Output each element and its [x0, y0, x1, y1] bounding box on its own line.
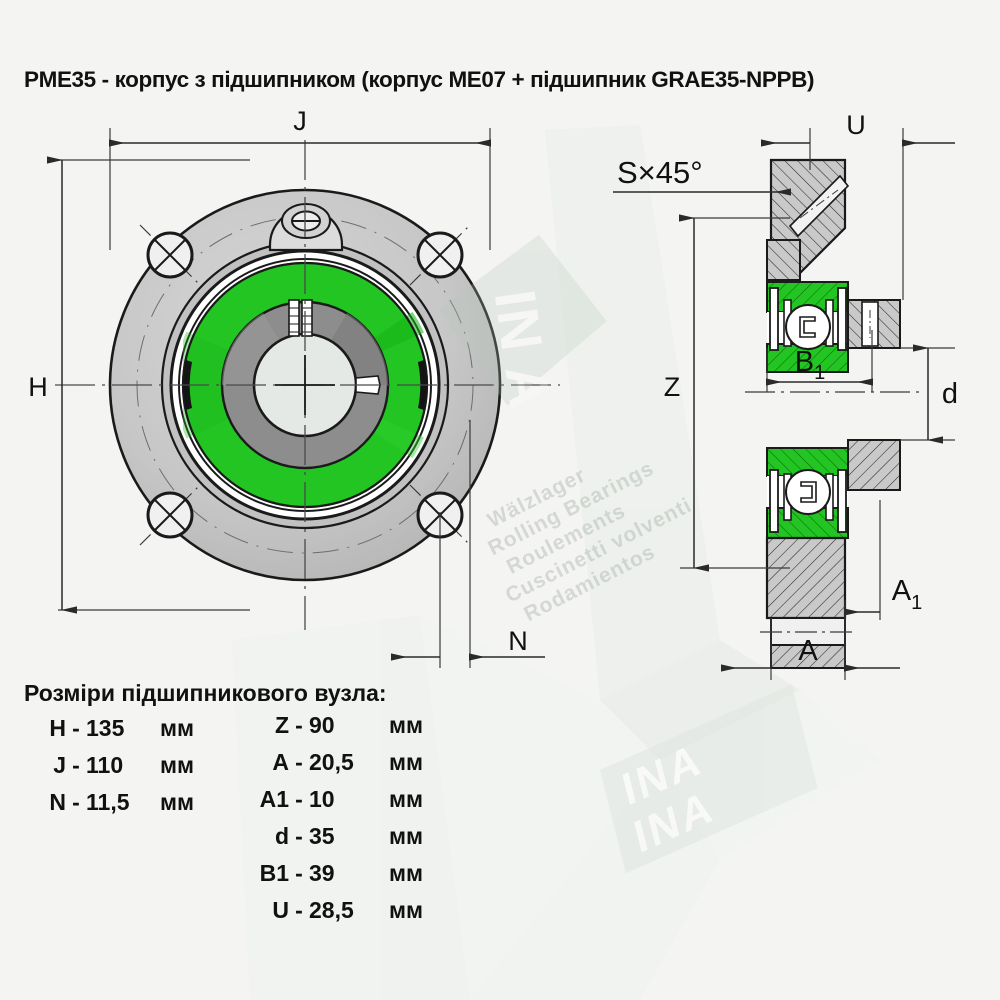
dimension-row: J - 110 мм — [24, 752, 194, 789]
dimension-value: 10 — [309, 786, 335, 812]
svg-text:B1: B1 — [795, 346, 825, 384]
dimension-dash: - — [72, 789, 80, 815]
dimension-B1: B1 — [766, 330, 873, 392]
dimension-U: U — [761, 110, 955, 300]
dimension-J: J — [109, 106, 491, 250]
grease-nipple — [268, 203, 344, 252]
dimension-unit: мм — [389, 823, 424, 849]
dimension-d: d — [900, 344, 958, 444]
dimension-label-A1: A — [892, 575, 912, 607]
dimension-N: N — [391, 420, 545, 668]
section-view: U S×45° Z B1 — [613, 110, 958, 680]
dimension-A: A — [721, 618, 900, 680]
dimension-symbol: A — [272, 749, 289, 775]
bore-center-mark — [275, 355, 335, 415]
dimension-label-A1-subscript: 1 — [911, 592, 922, 614]
dimension-value: 39 — [309, 860, 335, 886]
svg-text:A: A — [492, 361, 562, 412]
dimension-dash: - — [72, 752, 80, 778]
dimension-dash: - — [295, 860, 303, 886]
dimension-unit: мм — [160, 752, 195, 778]
dimension-label-J: J — [293, 106, 307, 136]
bearing-ball-lower — [785, 469, 831, 515]
dimension-row: A - 20,5 мм — [245, 749, 423, 786]
dimension-Z: Z — [664, 214, 790, 572]
dimension-table-right-column: Z - 90 мм A - 20,5 мм A1 - 10 мм d - 35 … — [245, 712, 423, 934]
dimension-dash: - — [295, 749, 303, 775]
dimension-label-d: d — [942, 378, 958, 410]
dimension-value: 28,5 — [309, 897, 354, 923]
ina-logo-watermark-bottom: INA INA — [600, 684, 818, 874]
dimension-row: N - 11,5 мм — [24, 789, 194, 826]
dimension-unit: мм — [389, 897, 424, 923]
dimension-dash: - — [295, 897, 303, 923]
dimension-dash: - — [295, 823, 303, 849]
dimension-dash: - — [72, 715, 80, 741]
housing-lower-body — [765, 536, 847, 620]
dimension-row: U - 28,5 мм — [245, 897, 423, 934]
dimension-value: 135 — [86, 715, 125, 741]
dimension-dash: - — [295, 786, 303, 812]
dimension-table-left-column: H - 135 мм J - 110 мм N - 11,5 мм — [24, 715, 194, 826]
dimension-label-B1-subscript: 1 — [814, 362, 825, 384]
dimension-unit: мм — [389, 712, 424, 738]
dimension-S45: S×45° — [613, 155, 791, 196]
dimension-value: 90 — [309, 712, 335, 738]
bearing-ball-upper — [785, 304, 831, 350]
dimension-label-Z: Z — [664, 372, 681, 402]
dimension-symbol: d — [274, 823, 289, 849]
dimension-label-B1: B — [795, 346, 814, 378]
dimension-row: A1 - 10 мм — [245, 786, 423, 823]
dimension-label-H: H — [28, 372, 48, 402]
bolt-hole — [409, 224, 471, 286]
dimension-H: H — [28, 156, 250, 614]
dimension-unit: мм — [160, 789, 195, 815]
dimension-label-N: N — [508, 626, 528, 656]
dimension-symbol: A1 — [259, 786, 289, 812]
dimension-value: 20,5 — [309, 749, 354, 775]
dimension-label-A: A — [798, 635, 818, 667]
set-screw-section-upper — [861, 301, 879, 347]
dimension-dash: - — [295, 712, 303, 738]
bolt-hole — [139, 484, 201, 546]
dimension-symbol: H — [49, 715, 66, 741]
dimension-value: 35 — [309, 823, 335, 849]
dimension-value: 110 — [86, 752, 124, 778]
dimension-value: 11,5 — [86, 789, 130, 815]
ina-logo-watermark-front: I N A — [438, 234, 607, 412]
dimension-table-heading: Розміри підшипникового вузла: — [24, 680, 387, 706]
svg-text:A1: A1 — [892, 575, 922, 614]
dimension-unit: мм — [389, 860, 424, 886]
set-screw-top — [288, 299, 313, 337]
chamfer-face-upper — [788, 174, 850, 238]
bolt-hole — [139, 224, 201, 286]
svg-text:N: N — [484, 304, 554, 355]
dimension-symbol: N — [49, 789, 66, 815]
dimension-row: d - 35 мм — [245, 823, 423, 860]
dimension-unit: мм — [160, 715, 195, 741]
dimension-symbol: B1 — [259, 860, 289, 886]
housing-shoulder-upper — [766, 239, 801, 281]
dimension-label-S45: S×45° — [617, 155, 703, 190]
front-view: J H N — [28, 106, 560, 668]
dimension-unit: мм — [389, 749, 424, 775]
dimension-row: H - 135 мм — [24, 715, 194, 752]
dimension-row: Z - 90 мм — [245, 712, 423, 749]
dimension-symbol: Z — [274, 712, 289, 738]
dimension-unit: мм — [389, 786, 424, 812]
dimension-label-U: U — [846, 110, 866, 140]
dimension-row: B1 - 39 мм — [245, 860, 423, 897]
dimension-symbol: J — [53, 752, 66, 778]
dimension-A1: A1 — [844, 500, 922, 620]
inner-ring-extension-lower — [847, 439, 901, 491]
dimension-symbol: U — [272, 897, 289, 923]
